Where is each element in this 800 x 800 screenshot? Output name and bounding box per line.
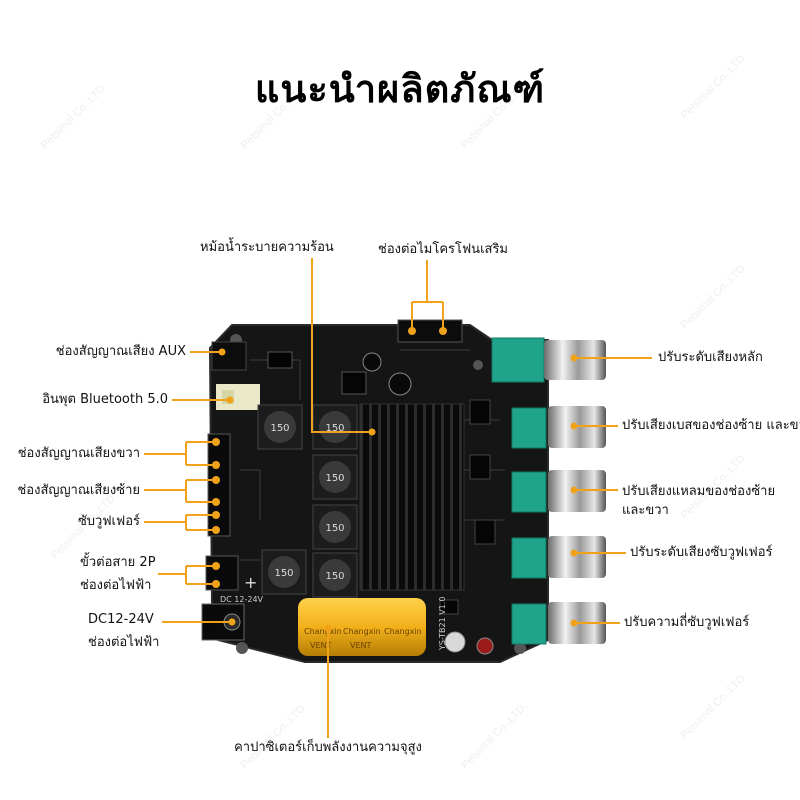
label-dc: DC12-24V (88, 612, 154, 627)
capacitor-vent: VENT (310, 641, 332, 650)
inductor-value: 150 (325, 523, 344, 534)
mounting-hole (236, 642, 248, 654)
aux-jack (211, 341, 247, 371)
chip (469, 454, 491, 480)
capacitor-vent: VENT (350, 641, 372, 650)
mounting-hole (473, 360, 483, 370)
small-capacitor (362, 352, 382, 372)
big-capacitor (298, 598, 426, 656)
inductor-value: 150 (270, 423, 289, 434)
inductor-value: 150 (325, 473, 344, 484)
label-left-channel: ช่องสัญญาณเสียงซ้าย (17, 483, 140, 498)
chip (469, 399, 491, 425)
label-main-volume: ปรับระดับเสียงหลัก (658, 350, 763, 365)
svg-text:+: + (244, 573, 257, 592)
inductor-value: 150 (325, 423, 344, 434)
page-title: แนะนำผลิตภัณฑ์ (254, 67, 546, 111)
board-model: YS-TB21 V1.0 (438, 597, 447, 651)
inductors (257, 404, 358, 598)
label-bass: ปรับเสียงเบสของช่องซ้าย และขวา (622, 418, 800, 433)
capacitor-brand: Changxin (343, 627, 381, 636)
heatsink (359, 403, 465, 591)
small-capacitor (388, 372, 412, 396)
label-treble: ปรับเสียงแหลมของช่องซ้าย (622, 484, 776, 499)
label-treble-lr: และขวา (622, 503, 669, 518)
label-sub-frequency: ปรับความถี่ซับวูฟเฟอร์ (624, 615, 750, 630)
inductor-value: 150 (325, 571, 344, 582)
label-aux: ช่องสัญญาณเสียง AUX (55, 344, 186, 359)
chip (474, 519, 496, 545)
dc-marking: DC 12-24V (220, 595, 264, 604)
inductor-value: 150 (274, 568, 293, 579)
capacitor-brand: Changxin (304, 627, 342, 636)
mounting-hole (514, 642, 526, 654)
chip (439, 599, 459, 615)
label-right-channel: ช่องสัญญาณเสียงขวา (17, 446, 140, 461)
label-sub-volume: ปรับระดับเสียงซับวูฟเฟอร์ (630, 545, 773, 560)
small-capacitor (476, 637, 494, 655)
mic-connector (397, 319, 463, 343)
label-mic-port: ช่องต่อไมโครโฟนเสริม (378, 242, 508, 257)
label-heatsink: หม้อน้ำระบายความร้อน (200, 240, 334, 255)
label-dc-power: ช่องต่อไฟฟ้า (88, 635, 160, 650)
label-terminal-2p-power: ช่องต่อไฟฟ้า (80, 578, 152, 593)
label-terminal-2p: ขั้วต่อสาย 2P (80, 555, 156, 570)
chip (341, 371, 367, 395)
capacitor-brand: Changxin (384, 627, 422, 636)
label-subwoofer: ซับวูฟเฟอร์ (77, 514, 140, 529)
label-bluetooth: อินพุต Bluetooth 5.0 (42, 392, 168, 407)
small-capacitor (444, 631, 466, 653)
chip (267, 351, 293, 369)
speaker-terminal (207, 433, 231, 537)
label-capacitor: คาปาซิเตอร์เก็บพลังงานความจุสูง (234, 740, 422, 755)
potentiometers (491, 337, 606, 645)
